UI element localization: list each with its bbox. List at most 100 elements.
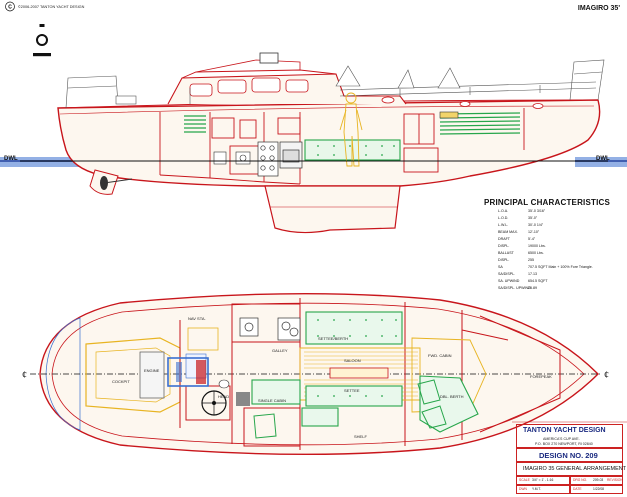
spec-key: L.O.D. [498,216,509,220]
design-no-cell: DESIGN NO. 209 [516,448,623,462]
spec-value: 707.5 SQFT Main + 100% Fore Triangle. [528,265,593,269]
title-block: TANTON YACHT DESIGN AMERICA'S CUP AVE. P… [516,424,627,494]
label-saloon: SALOON [344,358,361,363]
spec-key: BEAM MAX. [498,230,518,234]
spec-value: 35'-0" [528,216,538,220]
spec-value: 5'-4" [528,237,536,241]
spec-key: SA [498,265,503,269]
scale-cell: SCALE 3/4" = 1' - 1:16 [516,476,570,485]
dwl-label-left: DWL [4,156,18,162]
steering-gear [167,357,209,387]
label-fwd-cabin: FWD. CABIN [428,353,452,358]
spec-key: SA. UPWIND [498,279,520,283]
keel [264,185,401,234]
spec-row: DRAFT 5'-4" [498,237,535,241]
spec-value: 654.5 SQFT [528,279,548,283]
berth-pillows [253,379,447,439]
address-line-2: P.O. BOX 270 NEWPORT, RI 02840 [535,442,593,446]
spec-key: BALLAST [498,251,514,255]
scale-value: 3/4" = 1' - 1:16 [532,478,554,482]
drg-value: 209-03 [593,478,604,482]
spec-row: SA 707.5 SQFT Main + 100% Fore Triangle. [498,265,593,269]
principal-characteristics: PRINCIPAL CHARACTERISTICS L.O.A. 35'-0 3/… [484,198,612,301]
address-line-1: AMERICA'S CUP AVE. [543,437,580,441]
spec-key: L.W.L. [498,223,509,227]
nav-table [187,327,219,351]
centerline-symbol-left: ¢ [22,370,27,381]
spec-value: 30'-0 1/4" [528,223,544,227]
spec-value: 255 [528,258,534,262]
design-number: DESIGN NO. 209 [539,451,598,460]
drawing-title: IMAGIRO 35 GENERAL ARRANGEMENT [523,466,627,472]
drg-label: DRG NO. [573,478,588,482]
date-label: DATE [573,487,582,491]
label-settee: SETTEE [344,388,360,393]
spec-row: SA/DISPL. UPWIND25.89 [498,286,537,290]
spec-row: L.W.L. 30'-0 1/4" [498,223,543,227]
dwn-label: DWN [519,487,527,491]
designer-logo [33,24,51,57]
label-forepeak: FOREPEAK [530,374,552,379]
hatch [259,52,279,64]
spec-key: SA/DISPL. UPWIND [498,286,531,290]
dwl-label-right: DWL [596,156,610,162]
head-grate [236,392,250,406]
label-settee-berth: SETTEE/BERTH [318,336,348,341]
plan-cushions [251,311,479,433]
label-cockpit: COCKPIT [112,379,130,384]
date-cell: DATE 1/22/08 [570,485,623,494]
spec-row: L.O.D. 35'-0" [498,216,537,220]
galley-stove [257,141,303,177]
dwn-cell: DWN Y.M.T. [516,485,570,494]
rails [65,59,605,109]
company-cell: TANTON YACHT DESIGN AMERICA'S CUP AVE. P… [516,424,623,448]
company-name: TANTON YACHT DESIGN [523,427,606,434]
label-galley: GALLEY [272,348,288,353]
label-dbl-berth: DBL. BERTH [440,394,464,399]
label-shelf: SHELF [354,434,367,439]
spec-value: 6500 Lbs. [528,251,544,255]
spec-key: DRAFT [498,237,510,241]
galley-plan [239,317,301,341]
spec-row: DISPL. 255 [498,258,534,262]
interior-joinery [159,108,525,185]
copyright-mark: C [5,1,15,12]
label-nav-sta: NAV STA. [188,316,206,321]
cushion-buttons [317,319,397,397]
label-head: HEAD [218,394,229,399]
dwn-value: Y.M.T. [532,487,541,491]
copyright-symbol: C [8,4,12,10]
saloon-table [329,367,389,379]
principal-title: PRINCIPAL CHARACTERISTICS [484,198,611,207]
date-value: 1/22/08 [593,487,604,491]
deck-hardware [115,65,461,105]
yacht-name: IMAGIRO 35' [578,5,620,12]
portlights [189,77,544,109]
spec-value: 12'-10" [528,230,540,234]
copyright-text: ©2006-2007 TANTON YACHT DESIGN [18,5,85,9]
spec-key: DISPL. [498,258,510,262]
spec-row: DISPL.19000 Lbs. [498,244,546,248]
label-single-cabin: SINGLE CABIN [258,398,286,403]
spec-value: 17.13 [528,272,537,276]
spec-row: BEAM MAX. 12'-10" [498,230,539,234]
drg-cell: DRG NO. 209-03 REVISION [570,476,623,485]
spec-value: 35'-0 3/16" [528,209,546,213]
propeller [100,176,133,190]
spec-row: SA/DISPL. 17.13 [498,272,537,276]
label-engine: ENGINE [144,368,160,373]
drawing-title-cell: IMAGIRO 35 GENERAL ARRANGEMENT [516,462,627,476]
spec-row: L.O.A. 35'-0 3/16" [498,209,545,213]
spec-value: 19000 Lbs. [528,244,546,248]
scale-label: SCALE [519,478,530,482]
spec-row: BALLAST 6500 Lbs. [498,251,544,255]
plan-view: ¢ ¢ [22,292,609,456]
side-profile: DWL DWL [0,52,627,234]
revision-label: REVISION [607,478,623,482]
spec-key: L.O.A. [498,209,509,213]
human-figure [339,92,363,167]
spec-key: SA/DISPL. [498,272,516,276]
engine-outline [139,351,165,399]
centerline-symbol-right: ¢ [604,370,609,381]
